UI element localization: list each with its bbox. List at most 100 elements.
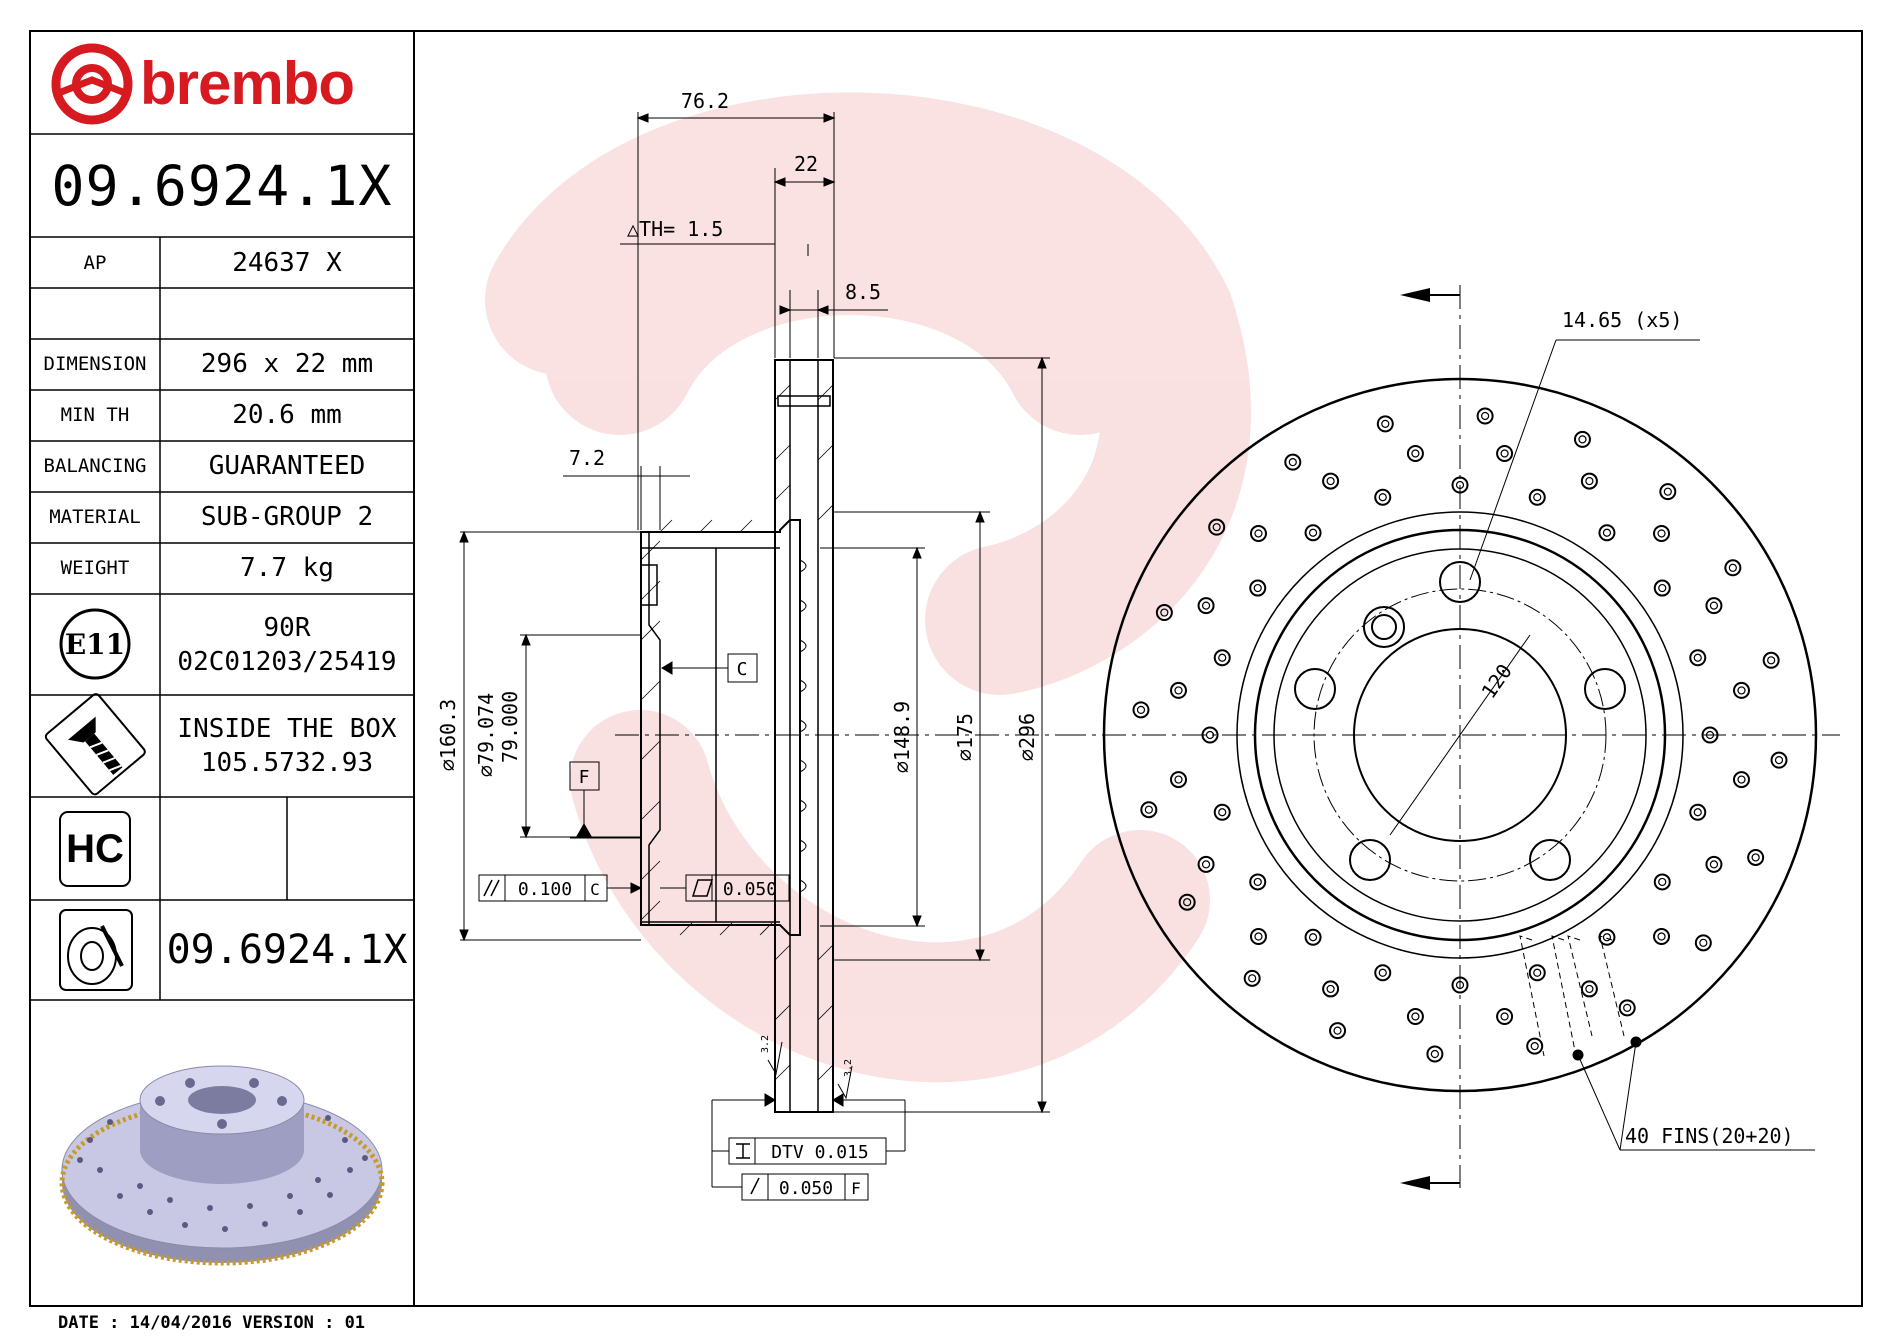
drill-hole xyxy=(1598,928,1616,946)
drill-hole xyxy=(1528,488,1546,506)
drill-hole-inner xyxy=(1533,968,1542,977)
runout-icon xyxy=(750,1177,760,1195)
drill-hole-inner xyxy=(1709,860,1719,869)
drill-hole-inner xyxy=(1602,528,1612,537)
roughness-2: 3.2 xyxy=(843,1059,854,1077)
drill-hole-inner xyxy=(1326,476,1335,486)
drill-hole xyxy=(1170,771,1188,789)
drill-hole-inner xyxy=(1663,487,1672,496)
drill-hole xyxy=(1580,472,1598,490)
thickness-variation-icon xyxy=(736,1143,750,1159)
drill-hole-inner xyxy=(1205,730,1215,740)
tol-flatness: 0.050 xyxy=(723,879,777,900)
drill-hole xyxy=(1451,976,1469,994)
drill-hole xyxy=(1406,445,1424,463)
drill-hole-inner xyxy=(1411,449,1420,458)
drill-hole xyxy=(1618,999,1636,1017)
drill-hole-inner xyxy=(1326,984,1335,994)
drill-hole-inner xyxy=(1657,932,1666,941)
bolt-circle-label: 120 xyxy=(1476,660,1516,703)
drill-hole-inner xyxy=(1658,583,1667,593)
tol-dtv: DTV 0.015 xyxy=(771,1142,869,1163)
drill-hole-inner xyxy=(1378,968,1387,977)
drill-hole-inner xyxy=(1160,608,1169,617)
hc-badge: HC xyxy=(66,826,124,871)
drill-hole-inner xyxy=(1144,805,1153,814)
drill-hole xyxy=(1496,1007,1514,1025)
inside-box-line-2: 105.5732.93 xyxy=(200,748,374,778)
dim-d296: ⌀296 xyxy=(1015,713,1039,761)
spec-value-material: SUB-GROUP 2 xyxy=(200,502,374,532)
section-view xyxy=(615,359,1080,1113)
drill-hole-inner xyxy=(1767,656,1776,665)
drill-hole-inner xyxy=(1530,1042,1539,1051)
drill-hole xyxy=(1213,803,1231,821)
drill-hole xyxy=(1197,597,1215,615)
drill-hole-inner xyxy=(1136,705,1146,714)
dim-d79b: 79.000 xyxy=(498,691,522,763)
drill-hole-inner xyxy=(1378,493,1387,502)
drill-hole xyxy=(1140,801,1158,819)
drill-hole-inner xyxy=(1737,775,1746,784)
hole-callout: 14.65 (x5) xyxy=(1562,308,1682,332)
drill-hole-inner xyxy=(1533,493,1542,502)
drill-hole-inner xyxy=(1699,938,1708,947)
drill-hole xyxy=(1322,980,1340,998)
drill-hole xyxy=(1284,453,1302,471)
brembo-logo-icon xyxy=(51,43,133,125)
drill-hole xyxy=(1249,524,1267,542)
tol-runout-value: 0.050 xyxy=(779,1178,833,1199)
drill-hole xyxy=(1451,476,1469,494)
drill-hole xyxy=(1132,701,1150,719)
drill-hole xyxy=(1170,681,1188,699)
drill-hole xyxy=(1374,964,1392,982)
drill-hole-inner xyxy=(1602,933,1612,942)
drill-hole-inner xyxy=(1481,411,1490,421)
drill-hole-inner xyxy=(1201,860,1211,869)
drill-hole xyxy=(1705,597,1723,615)
drill-hole-inner xyxy=(1201,601,1211,610)
drill-hole-inner xyxy=(1254,932,1263,941)
drill-hole xyxy=(1573,430,1591,448)
drill-hole xyxy=(1178,893,1196,911)
drill-hole xyxy=(1689,803,1707,821)
spec-value-dimension: 296 x 22 mm xyxy=(200,349,374,379)
drill-hole xyxy=(1528,964,1546,982)
drill-hole-inner xyxy=(1218,653,1227,662)
drill-hole-inner xyxy=(1455,980,1465,990)
drill-hole-inner xyxy=(1705,730,1715,740)
dim-wall: 8.5 xyxy=(845,280,881,304)
disc-render-image xyxy=(59,1065,385,1266)
drill-hole xyxy=(1580,980,1598,998)
drill-hole-inner xyxy=(1658,877,1667,887)
drill-hole-inner xyxy=(1693,653,1702,662)
drill-hole xyxy=(1376,415,1394,433)
spec-label-balancing: BALANCING xyxy=(43,455,147,477)
drill-hole xyxy=(1197,855,1215,873)
drill-hole-inner xyxy=(1774,756,1784,765)
drill-hole xyxy=(1496,445,1514,463)
hc-badge-frame xyxy=(59,811,131,887)
spec-value-balancing: GUARANTEED xyxy=(208,451,366,481)
footer-date-version: DATE : 14/04/2016 VERSION : 01 xyxy=(58,1313,366,1333)
drill-hole xyxy=(1653,524,1671,542)
drill-hole xyxy=(1249,873,1267,891)
drill-hole-inner xyxy=(1381,419,1390,428)
dim-hat: 7.2 xyxy=(569,446,605,470)
tol-parallel-value: 0.100 xyxy=(518,879,572,900)
fins-callout: 40 FINS(20+20) xyxy=(1625,1124,1794,1148)
drill-hole-inner xyxy=(1430,1049,1439,1059)
drill-hole xyxy=(1406,1007,1424,1025)
drill-hole xyxy=(1732,771,1750,789)
approval-mark: E11 xyxy=(64,627,126,661)
drill-hole xyxy=(1694,934,1712,952)
drill-hole-inner xyxy=(1253,877,1262,887)
drill-hole xyxy=(1476,407,1494,425)
drill-hole xyxy=(1201,726,1219,744)
drill-hole xyxy=(1701,726,1719,744)
drilled-holes xyxy=(1132,407,1788,1063)
drill-hole xyxy=(1329,1022,1347,1040)
spec-value-min-th: 20.6 mm xyxy=(232,400,342,430)
